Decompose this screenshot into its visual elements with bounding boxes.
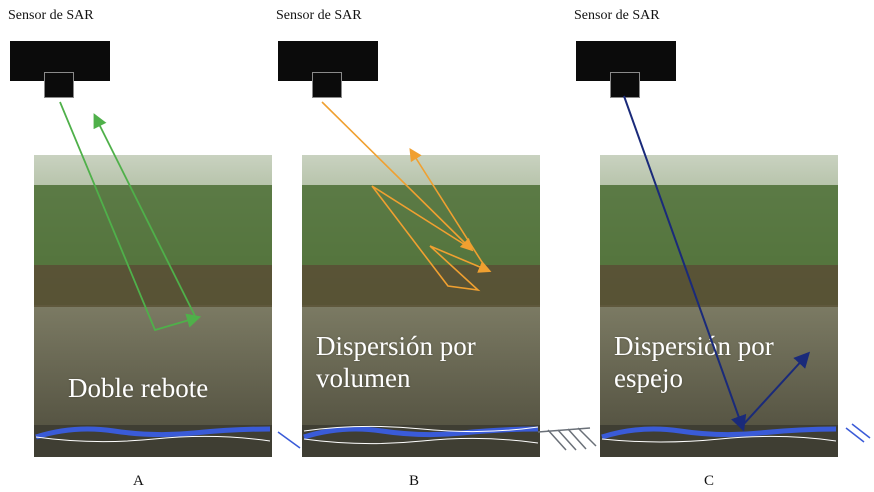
mangrove-photo <box>302 155 540 457</box>
caption-line: volumen <box>316 363 411 393</box>
panel-double-bounce: Sensor de SAR Doble rebote A <box>0 0 291 492</box>
caption-line: Dispersión por <box>316 331 476 361</box>
panel-volume-scattering: Sensor de SAR Dispersión por volumen <box>268 0 559 492</box>
caption-line: Dispersión por <box>614 331 774 361</box>
sensor-antenna <box>610 72 640 98</box>
caption-line: espejo <box>614 363 683 393</box>
mangrove-photo <box>34 155 272 457</box>
sensor-label: Sensor de SAR <box>8 8 94 23</box>
panel-letter: A <box>133 473 144 489</box>
panel-letter: C <box>704 473 715 489</box>
sensor-antenna <box>312 72 342 98</box>
sensor-antenna <box>44 72 74 98</box>
sensor-label: Sensor de SAR <box>574 8 660 23</box>
sensor-label: Sensor de SAR <box>276 8 362 23</box>
caption-line: Doble rebote <box>68 373 209 403</box>
mangrove-scene <box>302 155 540 457</box>
mangrove-scene <box>34 155 272 457</box>
panel-letter: B <box>409 473 420 489</box>
mangrove-photo <box>600 155 838 457</box>
mangrove-scene <box>600 155 838 457</box>
panel-specular-scattering: Sensor de SAR Dispersión por espejo C <box>566 0 857 492</box>
